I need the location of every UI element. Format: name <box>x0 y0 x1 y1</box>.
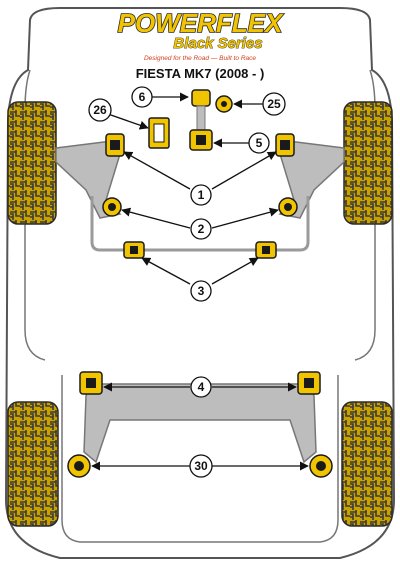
front-left-tyre <box>7 101 57 225</box>
arb-right-bush <box>255 241 277 259</box>
callout-30-label: 30 <box>194 459 208 473</box>
insert-25 <box>215 95 233 113</box>
front-right-rear-bush <box>278 197 298 217</box>
front-right-inner-bush <box>275 133 295 157</box>
front-left-rear-bush <box>102 197 122 217</box>
logo-wordmark: POWERFLEX <box>118 8 284 38</box>
front-right-tyre <box>343 101 393 225</box>
callout-arrows <box>91 92 309 471</box>
rear-right-beam-bush <box>297 371 321 395</box>
callout-1-label: 1 <box>198 188 205 202</box>
front-left-inner-bush <box>105 133 125 157</box>
rear-right-tyre <box>341 401 393 527</box>
powerflex-logo: POWERFLEX Black Series Designed for the … <box>117 7 285 62</box>
callout-5-label: 5 <box>256 136 263 150</box>
callout-2-label: 2 <box>198 222 205 236</box>
callout-2: 2 <box>190 218 212 240</box>
callout-6: 6 <box>131 86 153 108</box>
anti-roll-bar <box>90 196 310 252</box>
callout-4: 4 <box>190 376 212 398</box>
callout-25-label: 25 <box>267 97 281 111</box>
vehicle-title: FIESTA MK7 (2008 - ) <box>136 66 265 81</box>
callout-5: 5 <box>248 132 270 154</box>
callout-25: 25 <box>262 92 286 116</box>
callout-1: 1 <box>190 184 212 206</box>
logo-tagline: Designed for the Road — Built to Race <box>144 55 256 62</box>
callout-4-label: 4 <box>198 380 205 394</box>
callout-26: 26 <box>88 98 112 122</box>
engine-mount-insert-26 <box>148 117 170 149</box>
callout-3-label: 3 <box>198 284 205 298</box>
rear-right-hub-bush <box>309 454 333 478</box>
rear-body-line <box>61 375 339 543</box>
callout-26-label: 26 <box>93 103 107 117</box>
arb-left-bush <box>123 241 145 259</box>
rear-left-tyre <box>7 401 59 527</box>
rear-left-beam-bush <box>79 371 103 395</box>
callout-6-label: 6 <box>139 90 146 104</box>
dog-bone-link-6 <box>189 89 213 151</box>
car-body-outline <box>4 7 396 559</box>
callout-3: 3 <box>190 280 212 302</box>
rear-left-hub-bush <box>67 454 91 478</box>
logo-series: Black Series <box>173 35 262 52</box>
callout-30: 30 <box>189 454 213 478</box>
